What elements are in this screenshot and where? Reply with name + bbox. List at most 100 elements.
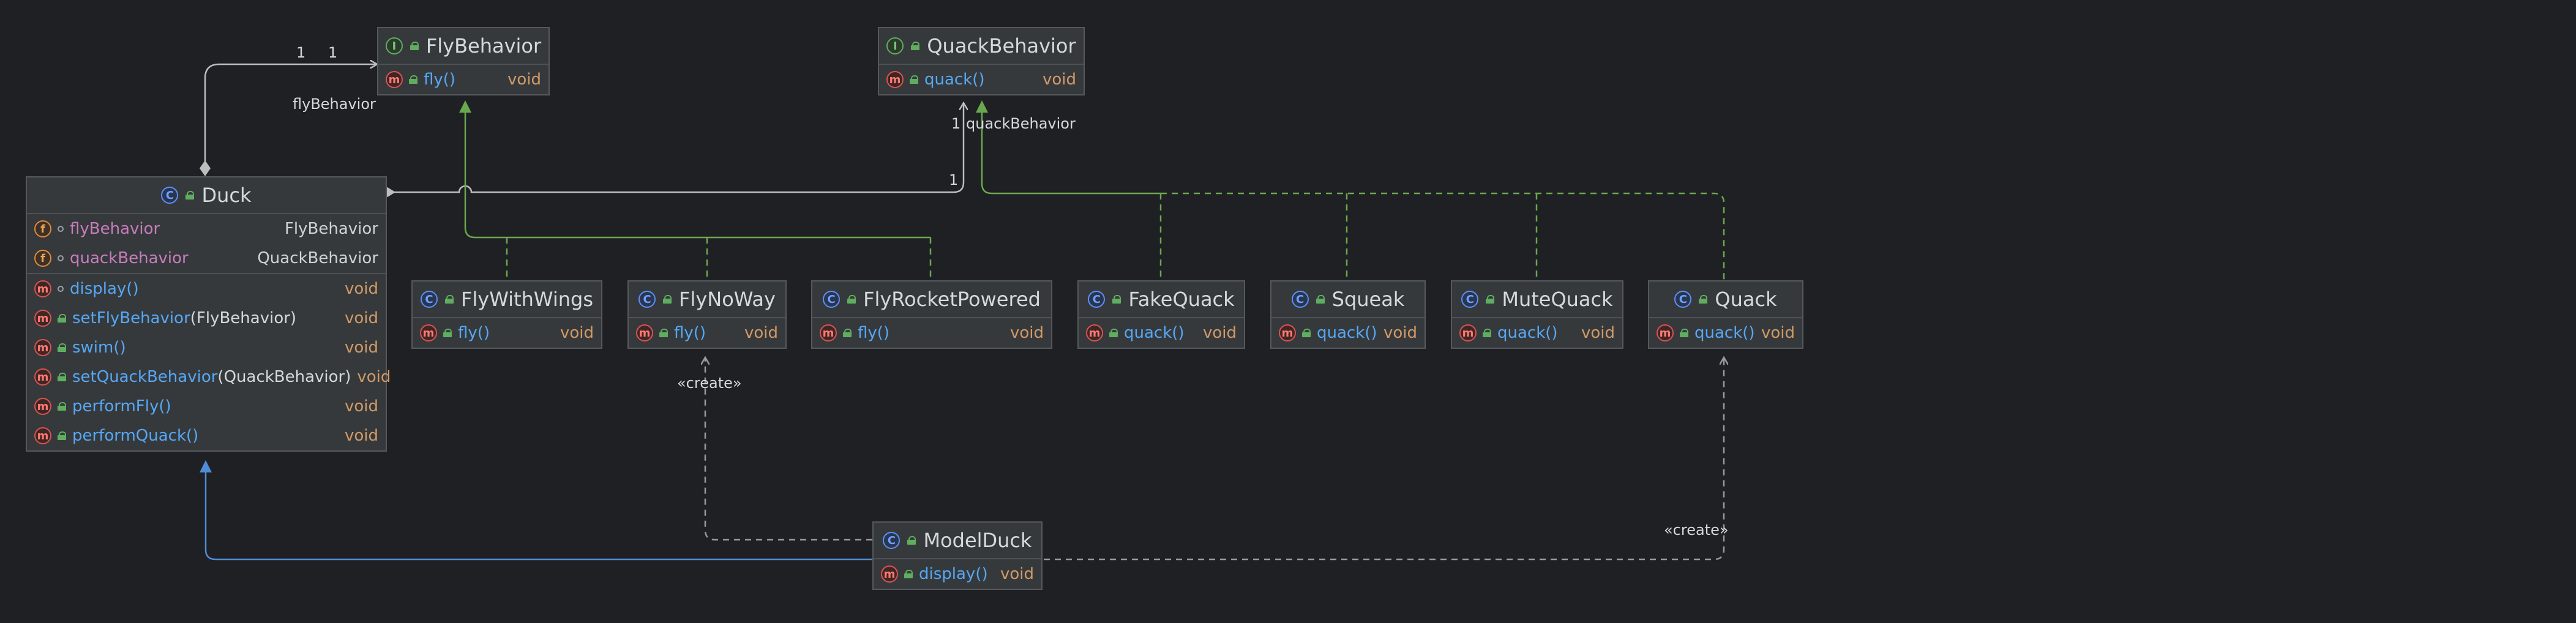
class-header: C ModelDuck	[874, 523, 1041, 559]
class-quackbehavior[interactable]: I QuackBehavior m quack() void	[878, 27, 1085, 95]
method-row[interactable]: m performFly() void	[27, 392, 386, 421]
class-icon: C	[823, 291, 841, 308]
method-name: swim()	[72, 338, 126, 357]
class-flynoway[interactable]: C FlyNoWay m fly() void	[627, 280, 787, 349]
method-icon: m	[386, 71, 403, 88]
class-squeak[interactable]: C Squeak m quack() void	[1270, 280, 1426, 349]
method-row[interactable]: m fly() void	[812, 318, 1051, 348]
class-modelduck[interactable]: C ModelDuck m display() void	[872, 521, 1043, 590]
method-row[interactable]: m performQuack() void	[27, 421, 386, 450]
method-icon: m	[1279, 324, 1296, 341]
method-row[interactable]: m quack() void	[1649, 318, 1802, 348]
class-name: ModelDuck	[923, 529, 1032, 552]
method-row[interactable]: m quack() void	[1079, 318, 1244, 348]
method-name: fly()	[858, 324, 890, 342]
package-visibility-icon	[58, 286, 64, 292]
public-lock-icon	[1483, 329, 1491, 337]
method-row[interactable]: m fly() void	[629, 318, 785, 348]
modelduck-quack-create	[1044, 357, 1724, 561]
public-lock-icon	[443, 329, 452, 337]
class-name: FakeQuack	[1128, 288, 1235, 311]
fly-multiplicity-target: 1	[328, 44, 338, 61]
interface-icon: I	[886, 37, 904, 54]
method-row[interactable]: m fly() void	[378, 65, 549, 94]
method-row[interactable]: m display() void	[27, 273, 386, 304]
class-quack[interactable]: C Quack m quack() void	[1648, 280, 1803, 349]
method-name: setQuackBehavior	[72, 368, 218, 386]
class-flyrocketpowered[interactable]: C FlyRocketPowered m fly() void	[811, 280, 1052, 349]
method-row[interactable]: m fly() void	[413, 318, 601, 348]
method-row[interactable]: m setFlyBehavior(FlyBehavior) void	[27, 304, 386, 333]
public-lock-icon	[1680, 329, 1688, 337]
method-row[interactable]: m quack() void	[879, 65, 1084, 94]
method-icon: m	[636, 324, 653, 341]
interface-icon: I	[385, 37, 403, 54]
method-icon: m	[34, 280, 51, 297]
method-row[interactable]: m setQuackBehavior(QuackBehavior) void	[27, 362, 391, 392]
field-name: quackBehavior	[70, 249, 189, 267]
return-type: void	[1202, 324, 1237, 342]
class-fakequack[interactable]: C FakeQuack m quack() void	[1077, 280, 1245, 349]
public-lock-icon	[409, 75, 417, 84]
class-icon: C	[638, 291, 656, 308]
method-name: quack()	[1694, 324, 1755, 342]
method-icon: m	[1657, 324, 1674, 341]
field-icon: f	[34, 250, 51, 267]
return-type: void	[1383, 324, 1417, 342]
public-lock-icon	[911, 42, 920, 50]
quack-role-label: quackBehavior	[966, 115, 1076, 132]
field-type: QuackBehavior	[257, 249, 378, 267]
public-lock-icon	[58, 431, 66, 440]
method-name: fly()	[458, 324, 490, 342]
return-type: void	[344, 397, 378, 416]
return-type: void	[560, 324, 594, 342]
public-lock-icon	[58, 314, 66, 323]
return-type: void	[344, 280, 378, 298]
class-name: Quack	[1715, 288, 1777, 311]
field-type: FlyBehavior	[284, 220, 378, 238]
class-icon: C	[1088, 291, 1106, 308]
quack-realizations	[981, 110, 1161, 195]
modelduck-duck-inheritance	[204, 471, 872, 561]
public-lock-icon	[1699, 295, 1708, 304]
public-lock-icon	[663, 295, 672, 304]
package-visibility-icon	[58, 226, 64, 232]
field-row[interactable]: f flyBehavior FlyBehavior	[27, 214, 386, 244]
method-name: setFlyBehavior	[72, 309, 190, 327]
public-lock-icon	[1112, 295, 1121, 304]
method-name: display()	[70, 280, 139, 298]
public-lock-icon	[58, 402, 66, 411]
public-lock-icon	[445, 295, 454, 304]
method-icon: m	[34, 427, 51, 444]
class-flybehavior[interactable]: I FlyBehavior m fly() void	[377, 27, 550, 95]
field-icon: f	[34, 220, 51, 237]
field-row[interactable]: f quackBehavior QuackBehavior	[27, 244, 386, 273]
method-row[interactable]: m display() void	[874, 559, 1041, 589]
class-name: Squeak	[1331, 288, 1405, 311]
public-lock-icon	[410, 42, 419, 50]
class-mutequack[interactable]: C MuteQuack m quack() void	[1451, 280, 1623, 349]
return-type: void	[344, 338, 378, 357]
method-row[interactable]: m quack() void	[1271, 318, 1425, 348]
method-row[interactable]: m quack() void	[1452, 318, 1622, 348]
class-flywithwings[interactable]: C FlyWithWings m fly() void	[411, 280, 602, 349]
method-row[interactable]: m swim() void	[27, 333, 386, 362]
duck-fly-association	[204, 64, 377, 168]
quack-realization-arrowhead	[976, 100, 988, 113]
method-icon: m	[34, 398, 51, 415]
method-name: quack()	[924, 70, 985, 89]
public-lock-icon	[910, 75, 918, 84]
method-param: (FlyBehavior)	[190, 309, 297, 327]
return-type: void	[344, 309, 378, 327]
fly-role-label: flyBehavior	[293, 95, 376, 113]
class-duck[interactable]: C Duck f flyBehavior FlyBehavior f quack…	[26, 176, 391, 452]
return-type: void	[344, 427, 378, 445]
method-name: quack()	[1317, 324, 1377, 342]
class-header: I FlyBehavior	[378, 28, 549, 65]
create-label-flynoway: «create»	[677, 375, 742, 392]
create-label-quack: «create»	[1664, 521, 1729, 539]
return-type: void	[1000, 565, 1034, 583]
class-header: C FlyRocketPowered	[812, 282, 1051, 318]
class-name: FlyNoWay	[679, 288, 776, 311]
